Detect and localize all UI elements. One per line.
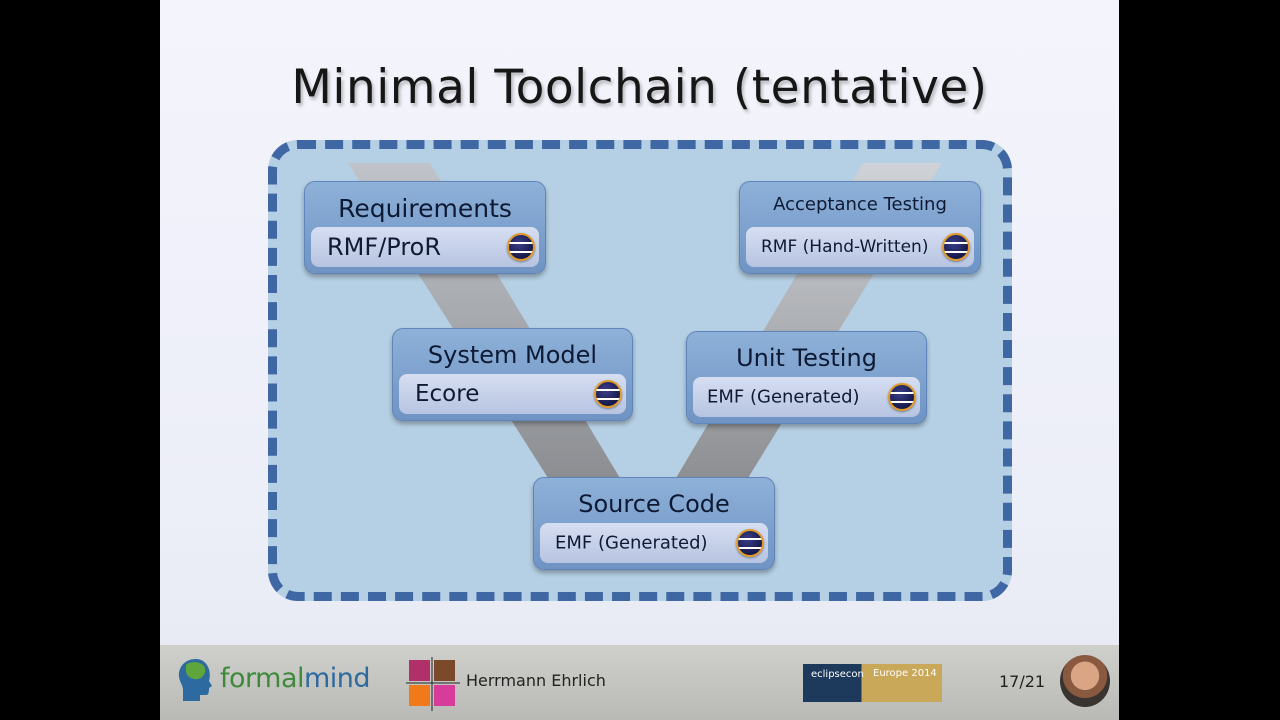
eclipse-icon	[888, 383, 916, 411]
acceptance-testing-tool-label: RMF (Hand-Written)	[761, 237, 929, 257]
system-model-tool-label: Ecore	[415, 381, 480, 407]
requirements-tool-label: RMF/ProR	[327, 233, 442, 261]
source-code-tool-label: EMF (Generated)	[555, 532, 708, 554]
eclipse-icon	[594, 380, 622, 408]
slide-footer: formalmind Herrmann Ehrlich eclipsecon E…	[160, 645, 1119, 720]
unit-testing-title: Unit Testing	[736, 344, 877, 372]
requirements-tool: RMF/ProR	[311, 227, 539, 267]
eclipse-icon	[507, 233, 535, 261]
brand-formal: formal	[220, 663, 305, 694]
system-model-box: System Model Ecore	[392, 328, 633, 421]
acceptance-testing-tool: RMF (Hand-Written)	[746, 227, 974, 267]
acceptance-testing-box: Acceptance Testing RMF (Hand-Written)	[739, 181, 981, 274]
brand-mind: mind	[304, 663, 371, 694]
eclipse-icon	[736, 529, 764, 557]
requirements-box: Requirements RMF/ProR	[304, 181, 546, 274]
eclipsecon-label: eclipsecon	[811, 669, 864, 680]
source-code-title: Source Code	[578, 490, 730, 518]
author-name: Herrmann Ehrlich	[466, 671, 606, 690]
head-icon	[178, 659, 212, 701]
system-model-title: System Model	[427, 341, 598, 369]
formalmind-logo: formalmind	[176, 655, 391, 710]
eclipse-icon	[942, 233, 970, 261]
system-model-tool: Ecore	[399, 374, 626, 414]
source-code-box: Source Code EMF (Generated)	[533, 477, 775, 570]
formalmind-wordmark: formalmind	[220, 663, 371, 694]
slide: Minimal Toolchain (tentative) Requiremen…	[160, 0, 1119, 720]
avatar	[1060, 655, 1110, 707]
eclipsecon-edition: Europe 2014	[873, 668, 937, 679]
page-number: 17/21	[999, 672, 1046, 691]
unit-testing-tool: EMF (Generated)	[693, 377, 920, 417]
acceptance-testing-title: Acceptance Testing	[773, 194, 947, 215]
requirements-title: Requirements	[338, 194, 512, 223]
unit-testing-box: Unit Testing EMF (Generated)	[686, 331, 927, 424]
unit-testing-tool-label: EMF (Generated)	[707, 386, 860, 408]
slide-title: Minimal Toolchain (tentative)	[291, 60, 988, 115]
source-code-tool: EMF (Generated)	[540, 523, 768, 563]
eclipsecon-banner: eclipsecon Europe 2014	[803, 664, 942, 702]
author-logo	[406, 657, 460, 711]
